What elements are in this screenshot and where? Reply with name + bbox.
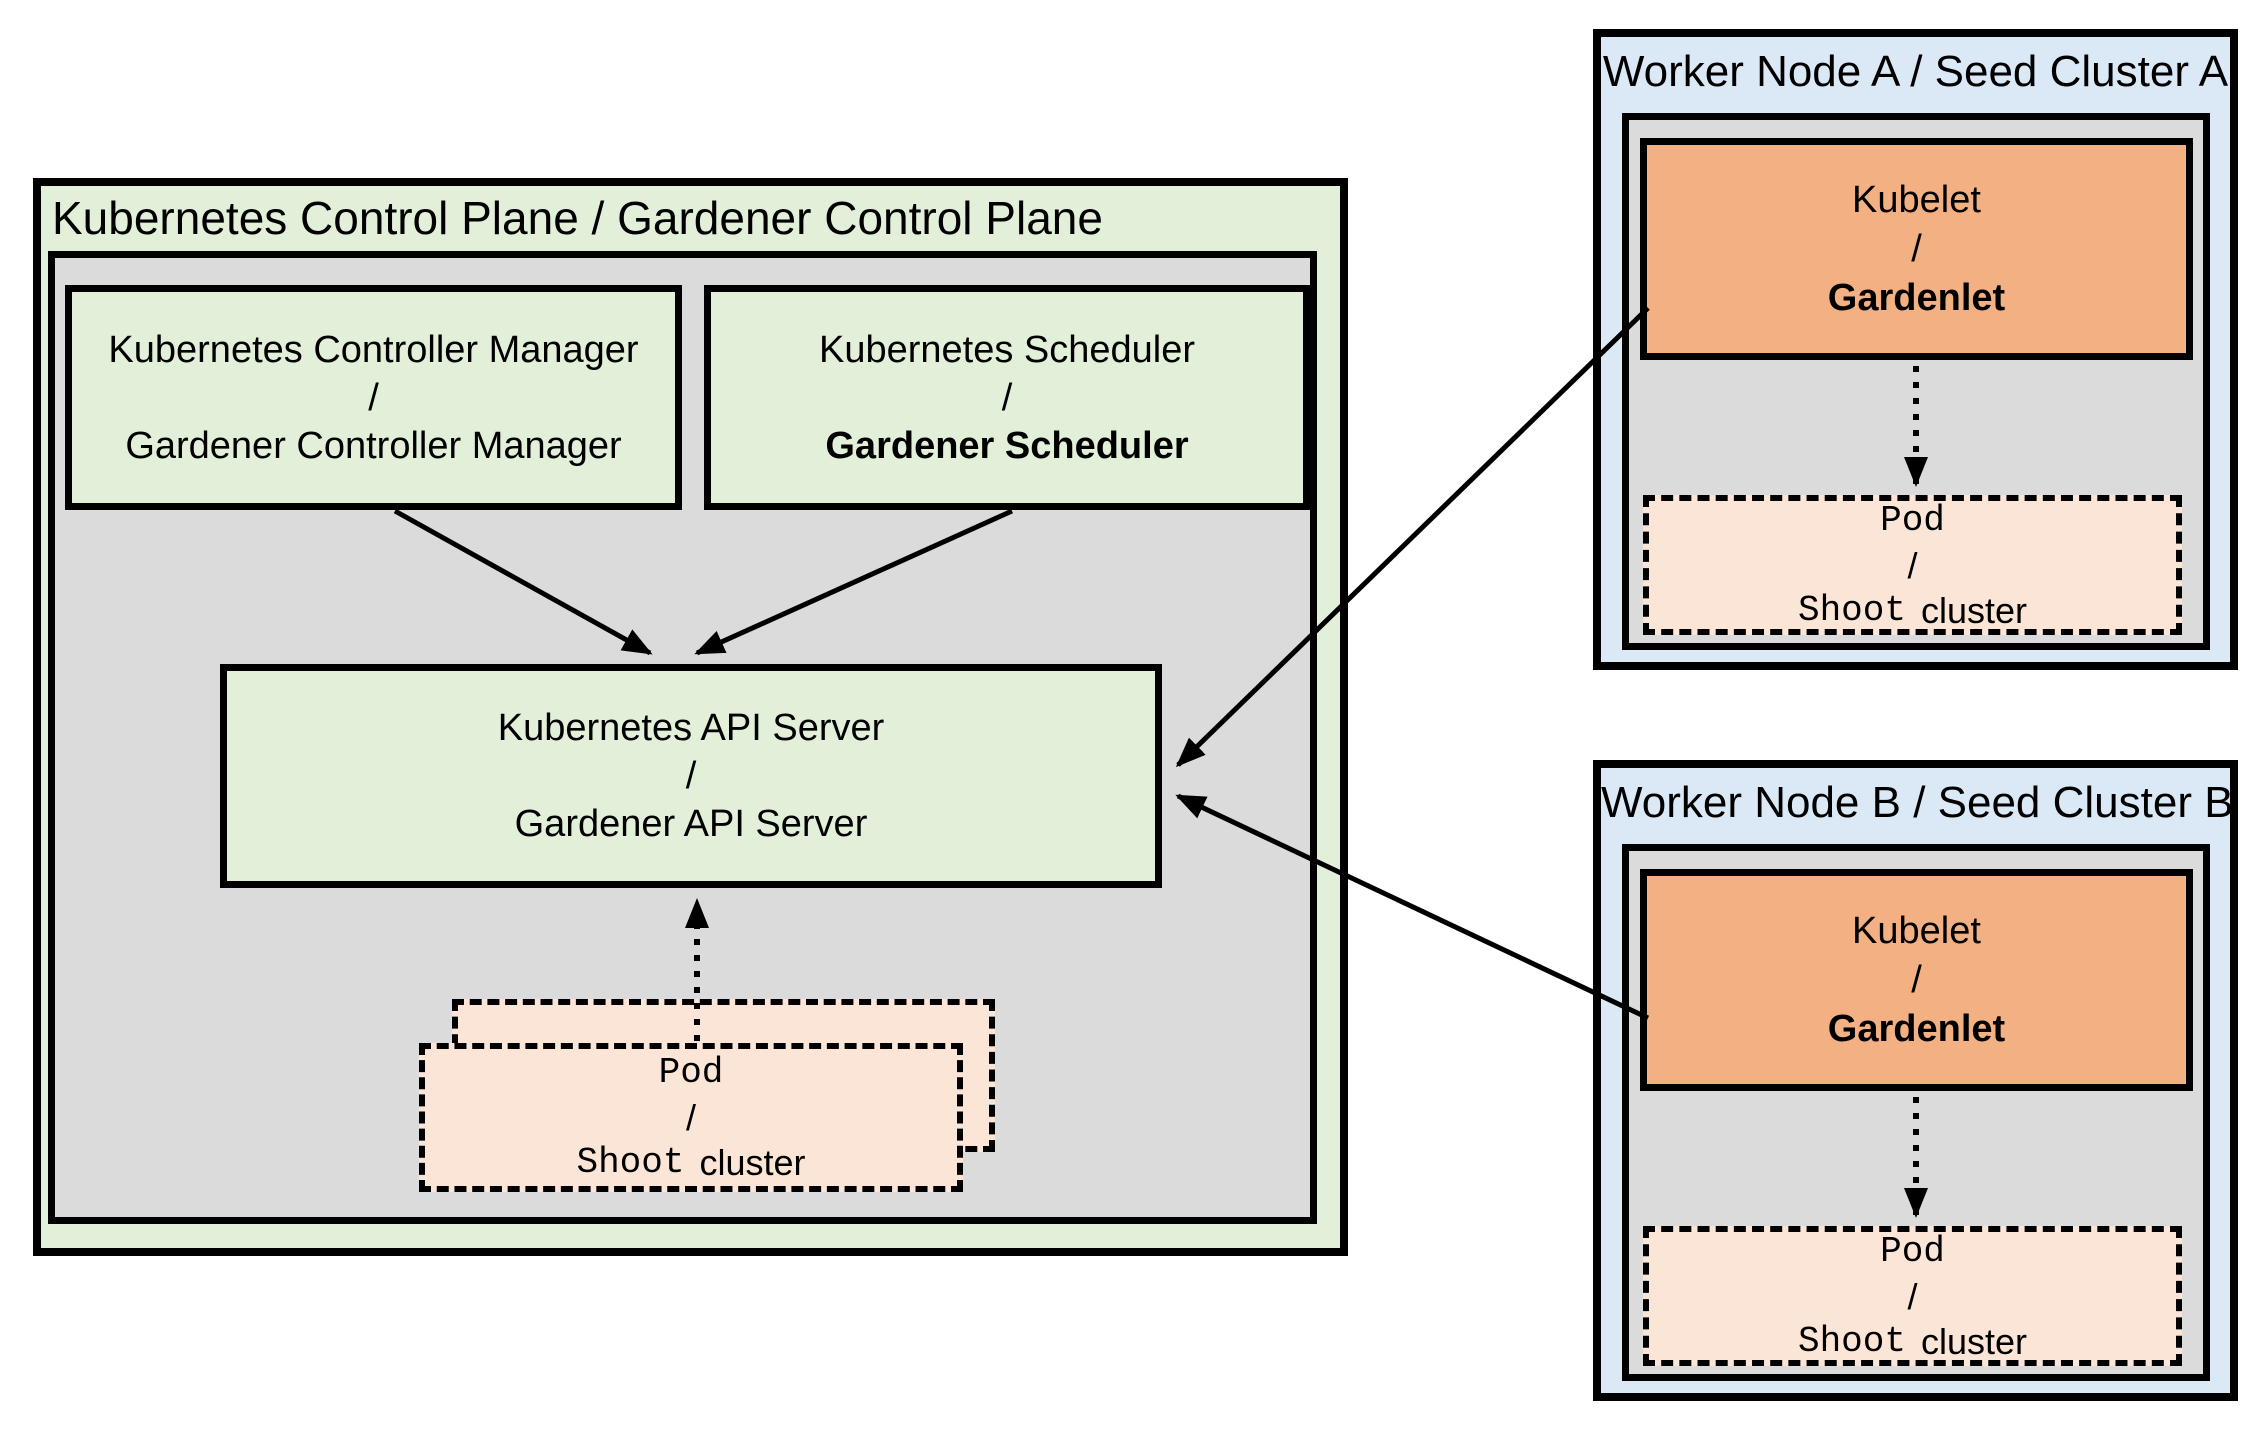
scheduler-box: Kubernetes Scheduler / Gardener Schedule… [704,285,1310,510]
kubelet-b-box: Kubelet / Gardenlet [1640,869,2193,1091]
pod-a-line1: Pod [1880,499,1945,541]
controller-manager-box: Kubernetes Controller Manager / Gardener… [65,285,682,510]
api-server-line1: Kubernetes API Server [497,707,885,749]
pod-b-line2: Shoot cluster [1798,1319,2027,1364]
pod-line1: Pod [658,1052,724,1093]
kubelet-a-separator: / [1911,227,1922,270]
pod-b-line2-shoot: Shoot [1797,1320,1906,1362]
pod-line2: Shoot cluster [576,1140,805,1185]
kubelet-b-separator: / [1911,958,1922,1001]
controller-manager-line1: Kubernetes Controller Manager [108,328,639,371]
worker-node-a-title: Worker Node A / Seed Cluster A [1602,47,2229,96]
kubelet-a-box: Kubelet / Gardenlet [1640,138,2193,360]
control-plane-title: Kubernetes Control Plane / Gardener Cont… [52,192,1103,244]
pod-line2-cluster: cluster [699,1142,806,1183]
pod-shoot-box-b: Pod / Shoot cluster [1643,1226,2182,1366]
pod-b-separator: / [1907,1275,1918,1317]
worker-node-b-title: Worker Node B / Seed Cluster B [1601,778,2234,827]
pod-a-separator: / [1907,544,1918,586]
kubelet-b-line1: Kubelet [1852,909,1981,952]
pod-shoot-box-front: Pod / Shoot cluster [419,1043,963,1192]
worker-node-b-box: Worker Node B / Seed Cluster B Kubelet /… [1593,760,2238,1401]
api-server-separator: / [685,755,697,797]
pod-shoot-box-a: Pod / Shoot cluster [1643,495,2182,635]
pod-a-line2: Shoot cluster [1798,588,2027,633]
scheduler-line2: Gardener Scheduler [825,424,1189,467]
pod-line2-shoot: Shoot [576,1142,685,1183]
control-plane-inner-area: Kubernetes Controller Manager / Gardener… [48,251,1317,1224]
scheduler-separator: / [1001,376,1013,419]
controller-manager-separator: / [368,376,379,419]
scheduler-line1: Kubernetes Scheduler [818,328,1196,371]
kubelet-a-line2: Gardenlet [1827,276,2006,319]
worker-node-a-inner-area: Kubelet / Gardenlet Pod / Shoot cluster [1622,113,2210,650]
pod-b-line2-cluster: cluster [1921,1320,2028,1362]
pod-a-line2-shoot: Shoot [1797,589,1906,631]
worker-node-a-box: Worker Node A / Seed Cluster A Kubelet /… [1593,29,2238,670]
kubelet-a-line1: Kubelet [1852,178,1981,221]
controller-manager-line2: Gardener Controller Manager [125,424,622,467]
pod-separator: / [685,1097,696,1138]
control-plane-box: Kubernetes Control Plane / Gardener Cont… [33,178,1348,1256]
pod-a-line2-cluster: cluster [1921,589,2028,631]
worker-node-b-inner-area: Kubelet / Gardenlet Pod / Shoot cluster [1622,844,2210,1381]
kubelet-b-line2: Gardenlet [1827,1007,2006,1050]
api-server-line2: Gardener API Server [514,803,868,845]
api-server-box: Kubernetes API Server / Gardener API Ser… [220,664,1162,888]
pod-b-line1: Pod [1880,1230,1945,1272]
